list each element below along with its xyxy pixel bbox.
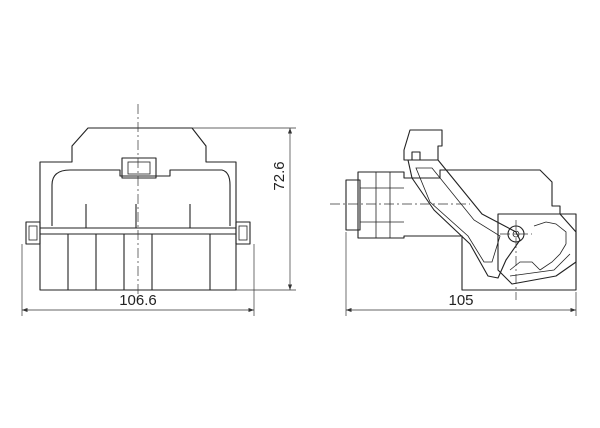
locking-lever <box>407 159 521 279</box>
side-housing <box>357 169 577 291</box>
side-width-label: 105 <box>448 292 473 309</box>
hood-outline <box>39 127 237 228</box>
connector-face <box>345 179 361 231</box>
latch-block <box>121 157 157 179</box>
lock-pin-right <box>235 221 251 245</box>
lock-pin-right-inner <box>238 225 248 241</box>
front-height-label: 72.6 <box>271 161 288 190</box>
front-width-label: 106.6 <box>119 292 157 309</box>
top-hook <box>403 129 443 161</box>
side-view: 105 <box>330 129 577 316</box>
latch-block-inner <box>127 161 151 175</box>
front-view: 106.6 72.6 <box>21 104 296 316</box>
gear-teeth <box>509 221 567 271</box>
lock-pin-left-inner <box>28 225 38 241</box>
locking-lever-inner <box>415 167 501 263</box>
gear-slot <box>509 253 571 277</box>
hood-cavity <box>51 169 231 226</box>
lock-pin-left <box>25 221 41 245</box>
lever-gear <box>497 213 577 285</box>
